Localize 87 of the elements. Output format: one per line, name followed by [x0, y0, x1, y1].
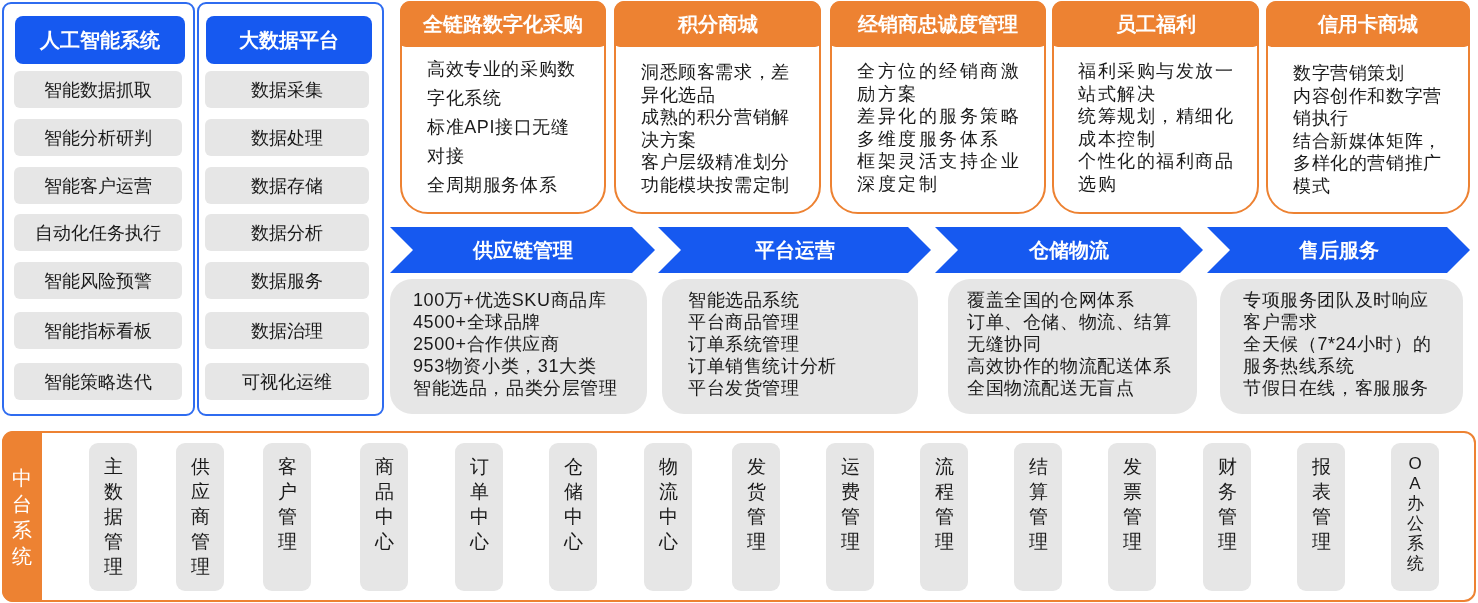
list-item: 数据采集 [205, 71, 369, 108]
card-text: 全方位的经销商激励方案 [857, 60, 1022, 105]
card-text: 内容创作和数字营销执行 [1293, 84, 1443, 130]
info-box [948, 279, 1197, 414]
card-header: 信用卡商城 [1266, 1, 1470, 47]
list-item: 智能客户运营 [14, 167, 182, 204]
side-tab: 中台系统 [2, 431, 42, 602]
card-header: 员工福利 [1052, 1, 1259, 47]
list-item: 智能数据抓取 [14, 71, 182, 108]
card-text: 高效专业的采购数字化系统 [427, 58, 577, 110]
card-text: 成熟的积分营销解决方案 [641, 106, 791, 151]
chevron-banner: 平台运营 [658, 227, 931, 273]
module-tile: 发货管理 [732, 443, 780, 591]
card [400, 1, 606, 214]
module-tile: 运费管理 [826, 443, 874, 591]
list-item: 智能指标看板 [14, 312, 182, 349]
module-tile: 报表管理 [1297, 443, 1345, 591]
card-text: 统筹规划，精细化成本控制 [1078, 105, 1235, 150]
list-item: 数据处理 [205, 119, 369, 156]
module-tile: 发票管理 [1108, 443, 1156, 591]
info-box [662, 279, 918, 414]
info-text: 智能选品系统 [688, 289, 800, 311]
card-text: 洞悉顾客需求，差异化选品 [641, 61, 791, 106]
module-tile: 结算管理 [1014, 443, 1062, 591]
card-header: 全链路数字化采购 [400, 1, 606, 47]
info-box [1220, 279, 1463, 414]
module-tile: 客户管理 [263, 443, 311, 591]
module-tile: 供应商管理 [176, 443, 224, 591]
module-tile: 财务管理 [1203, 443, 1251, 591]
list-panel [2, 2, 195, 416]
info-text: 2500+合作供应商 [413, 333, 560, 355]
card-text: 客户层级精准划分 [641, 151, 790, 174]
info-text: 全天候（7*24小时）的服务热线系统 [1243, 333, 1433, 377]
info-text: 高效协作的物流配送体系 [967, 355, 1172, 377]
module-tile: 订单中心 [455, 443, 503, 591]
list-item: 可视化运维 [205, 363, 369, 400]
list-item: 智能风险预警 [14, 262, 182, 299]
card [830, 1, 1046, 214]
list-item: 数据服务 [205, 262, 369, 299]
info-text: 平台商品管理 [688, 311, 800, 333]
card-header: 积分商城 [614, 1, 821, 47]
info-text: 节假日在线，客服服务 [1243, 377, 1429, 399]
info-text: 订单、仓储、物流、结算无缝协同 [967, 311, 1173, 355]
chevron-banner: 售后服务 [1207, 227, 1470, 273]
list-item: 数据存储 [205, 167, 369, 204]
card-text: 个性化的福利商品选购 [1078, 150, 1235, 195]
card-text: 全周期服务体系 [427, 174, 558, 197]
module-tile: 物流中心 [644, 443, 692, 591]
info-text: 订单系统管理 [688, 333, 800, 355]
card-text: 多维度服务体系 [857, 127, 1001, 150]
list-item: 数据分析 [205, 214, 369, 251]
card-text: 功能模块按需定制 [641, 173, 790, 196]
module-tile: 商品中心 [360, 443, 408, 591]
module-tile: 主数据管理 [89, 443, 137, 591]
list-item: 智能策略迭代 [14, 363, 182, 400]
info-text: 专项服务团队及时响应客户需求 [1243, 289, 1430, 333]
module-tile: OA办公系统 [1391, 443, 1439, 591]
card-header: 经销商忠诚度管理 [830, 1, 1046, 47]
info-text: 智能选品，品类分层管理 [413, 377, 618, 399]
module-band [2, 431, 1476, 602]
card [1052, 1, 1259, 214]
info-text: 订单销售统计分析 [688, 355, 837, 377]
list-item: 智能分析研判 [14, 119, 182, 156]
card-text: 福利采购与发放一站式解决 [1078, 60, 1235, 105]
chevron-banner: 供应链管理 [390, 227, 655, 273]
panel-heading: 大数据平台 [206, 16, 372, 64]
card-text: 标准API接口无缝对接 [427, 116, 571, 168]
panel-heading: 人工智能系统 [15, 16, 185, 64]
module-tile: 流程管理 [920, 443, 968, 591]
card [614, 1, 821, 214]
list-panel [197, 2, 384, 416]
list-item: 自动化任务执行 [14, 214, 182, 251]
module-tile: 仓储中心 [549, 443, 597, 591]
chevron-banner: 仓储物流 [935, 227, 1203, 273]
info-text: 覆盖全国的仓网体系 [967, 289, 1135, 311]
info-text: 100万+优选SKU商品库 [413, 289, 607, 311]
info-box [390, 279, 647, 414]
info-text: 平台发货管理 [688, 377, 800, 399]
card-text: 框架灵活支持企业深度定制 [857, 150, 1022, 195]
card [1266, 1, 1470, 214]
info-text: 4500+全球品牌 [413, 311, 541, 333]
info-text: 953物资小类，31大类 [413, 355, 597, 377]
list-item: 数据治理 [205, 312, 369, 349]
info-text: 全国物流配送无盲点 [967, 377, 1135, 399]
card-text: 差异化的服务策略 [857, 105, 1021, 128]
card-text: 结合新媒体矩阵，多样化的营销推广模式 [1293, 129, 1443, 197]
card-text: 数字营销策划 [1293, 62, 1405, 85]
